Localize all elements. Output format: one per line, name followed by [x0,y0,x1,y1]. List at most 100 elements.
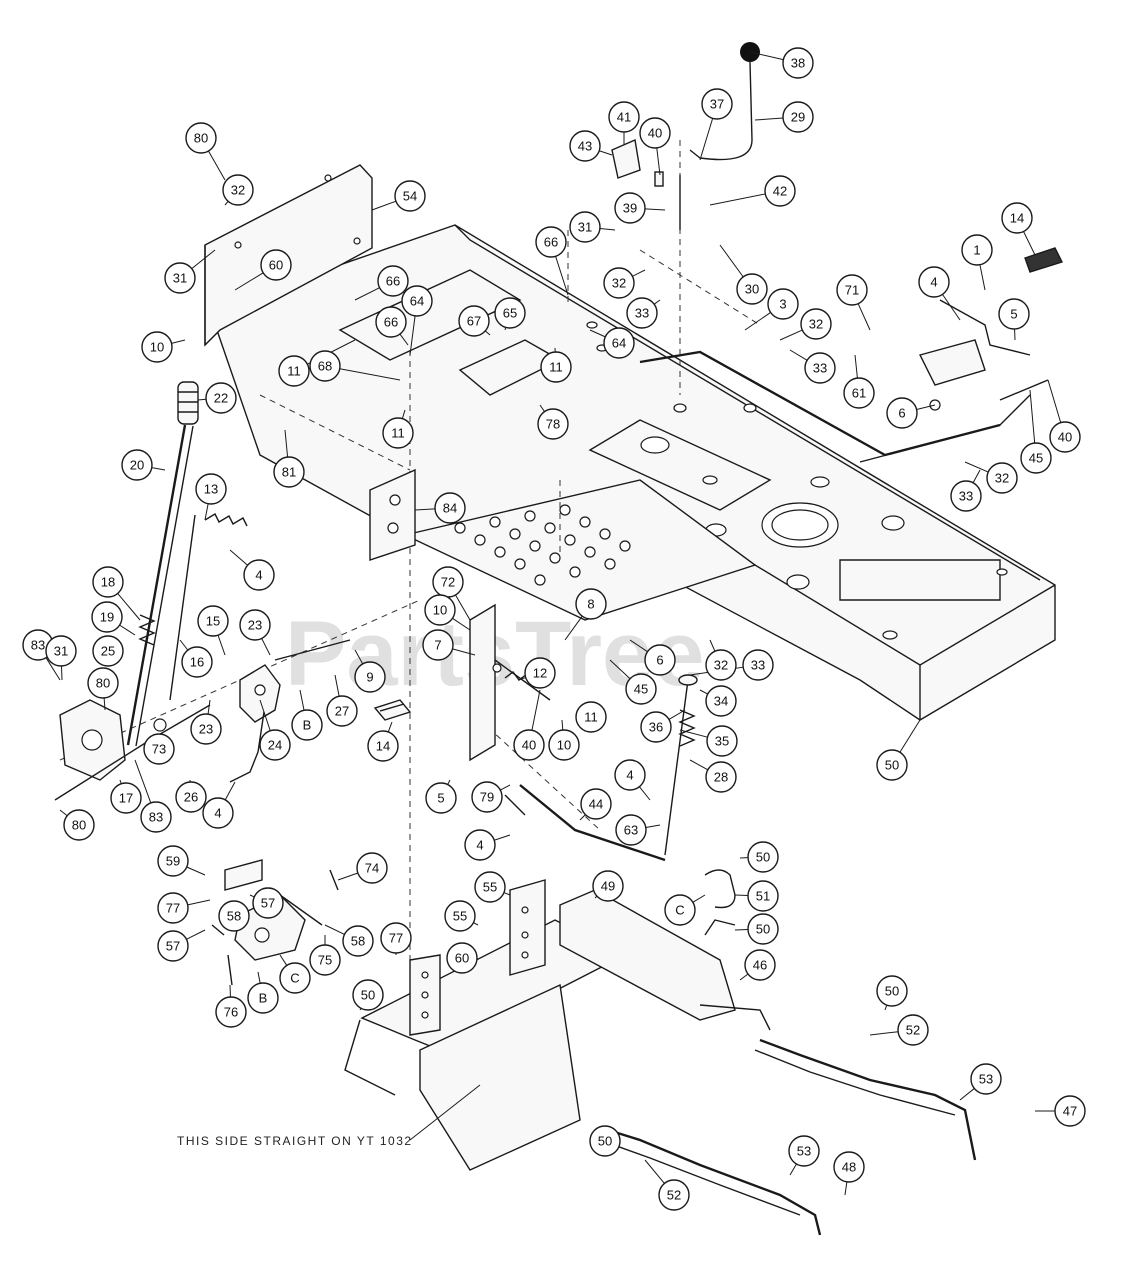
callout-circle [464,829,496,861]
callout-leader [844,1181,848,1196]
callout-label: 31 [173,271,187,286]
callout-67: 67 [458,305,490,337]
callout-circle [535,226,567,258]
callout-label: 47 [1063,1104,1077,1119]
callout-label: 4 [930,275,937,290]
callout-52: 52 [897,1014,929,1046]
callout-label: 51 [756,889,770,904]
callout-label: 20 [130,458,144,473]
callout-circle [401,285,433,317]
callout-10: 10 [424,594,456,626]
callout-label: 60 [455,951,469,966]
pedal-pad-lower [373,699,412,721]
callout-circle [644,644,676,676]
callout-label: 30 [745,282,759,297]
callout-label: 28 [714,770,728,785]
callout-11: 11 [382,417,414,449]
callout-leader [59,809,68,817]
callout-circle [63,809,95,841]
callout-label: 80 [96,676,110,691]
link-assembly-left [211,859,339,986]
callout-circle [705,685,737,717]
callout-label: 7 [434,638,441,653]
callout-label: 29 [791,110,805,125]
callout-leader [599,227,616,231]
callout-label: 15 [206,614,220,629]
callout-36: 36 [640,711,672,743]
callout-circle [767,288,799,320]
callout-circle [876,975,908,1007]
pedal-bracket [369,468,416,561]
callout-leader [224,201,229,206]
callout-leader [447,779,451,785]
callout-label: 53 [979,1072,993,1087]
callout-leader [739,973,749,981]
callout-label: 31 [54,644,68,659]
callout-label: 10 [150,340,164,355]
callout-circle [998,298,1030,330]
callout-35: 35 [706,725,738,757]
callout-label: 66 [544,235,558,250]
callout-label: 38 [791,56,805,71]
callout-circle [157,845,189,877]
callout-18: 18 [92,566,124,598]
callout-leader [234,272,264,291]
callout-leader [589,329,606,338]
callout-leader [284,429,289,458]
callout-50: 50 [747,913,779,945]
callout-40: 40 [513,729,545,761]
callout-28: 28 [705,761,737,793]
callout-label: 50 [885,758,899,773]
callout-label: 44 [589,797,603,812]
callout-label: 14 [1010,211,1024,226]
callout-circle [92,566,124,598]
callout-66: 66 [377,265,409,297]
callout-label: 50 [756,922,770,937]
callout-circle [970,1063,1002,1095]
callout-circle [804,352,836,384]
callout-label: 32 [231,183,245,198]
callout-leader [942,294,961,321]
callout-50: 50 [589,1125,621,1157]
callout-label: 4 [476,838,483,853]
callout-16: 16 [181,646,213,678]
callout-31: 31 [164,262,196,294]
callout-circle [747,880,779,912]
callout-leader [259,699,271,731]
callout-leader [645,824,661,828]
callout-circle [45,635,77,667]
callout-80: 80 [185,122,217,154]
callout-55: 55 [444,900,476,932]
callout-33: 33 [626,297,658,329]
callout-32: 32 [986,462,1018,494]
callout-leader [972,469,981,484]
callout-label: 72 [441,575,455,590]
callout-label: 11 [287,364,301,379]
callout-leader [899,719,921,753]
callout-label: 67 [467,314,481,329]
callout-55: 55 [474,871,506,903]
callout-leader [916,404,936,410]
callout-circle [608,101,640,133]
callout-circle [354,661,386,693]
callout-31: 31 [569,211,601,243]
callout-circle [140,801,172,833]
callout-label: 40 [522,738,536,753]
callout-circle [367,730,399,762]
callout-circle [291,709,323,741]
callout-label: 4 [255,568,262,583]
callout-6: 6 [644,644,676,676]
callout-3: 3 [767,288,799,320]
callout-label: 17 [119,791,133,806]
callout-leader [884,1004,888,1011]
callout-circle [434,492,466,524]
callout-label: 24 [268,738,282,753]
callout-leader [186,866,206,876]
callout-leader [249,894,255,898]
callout-22: 22 [205,382,237,414]
callout-leader [644,1159,665,1184]
callout-label: 23 [248,618,262,633]
callout-leader [679,729,708,738]
callout-leader [119,624,136,636]
